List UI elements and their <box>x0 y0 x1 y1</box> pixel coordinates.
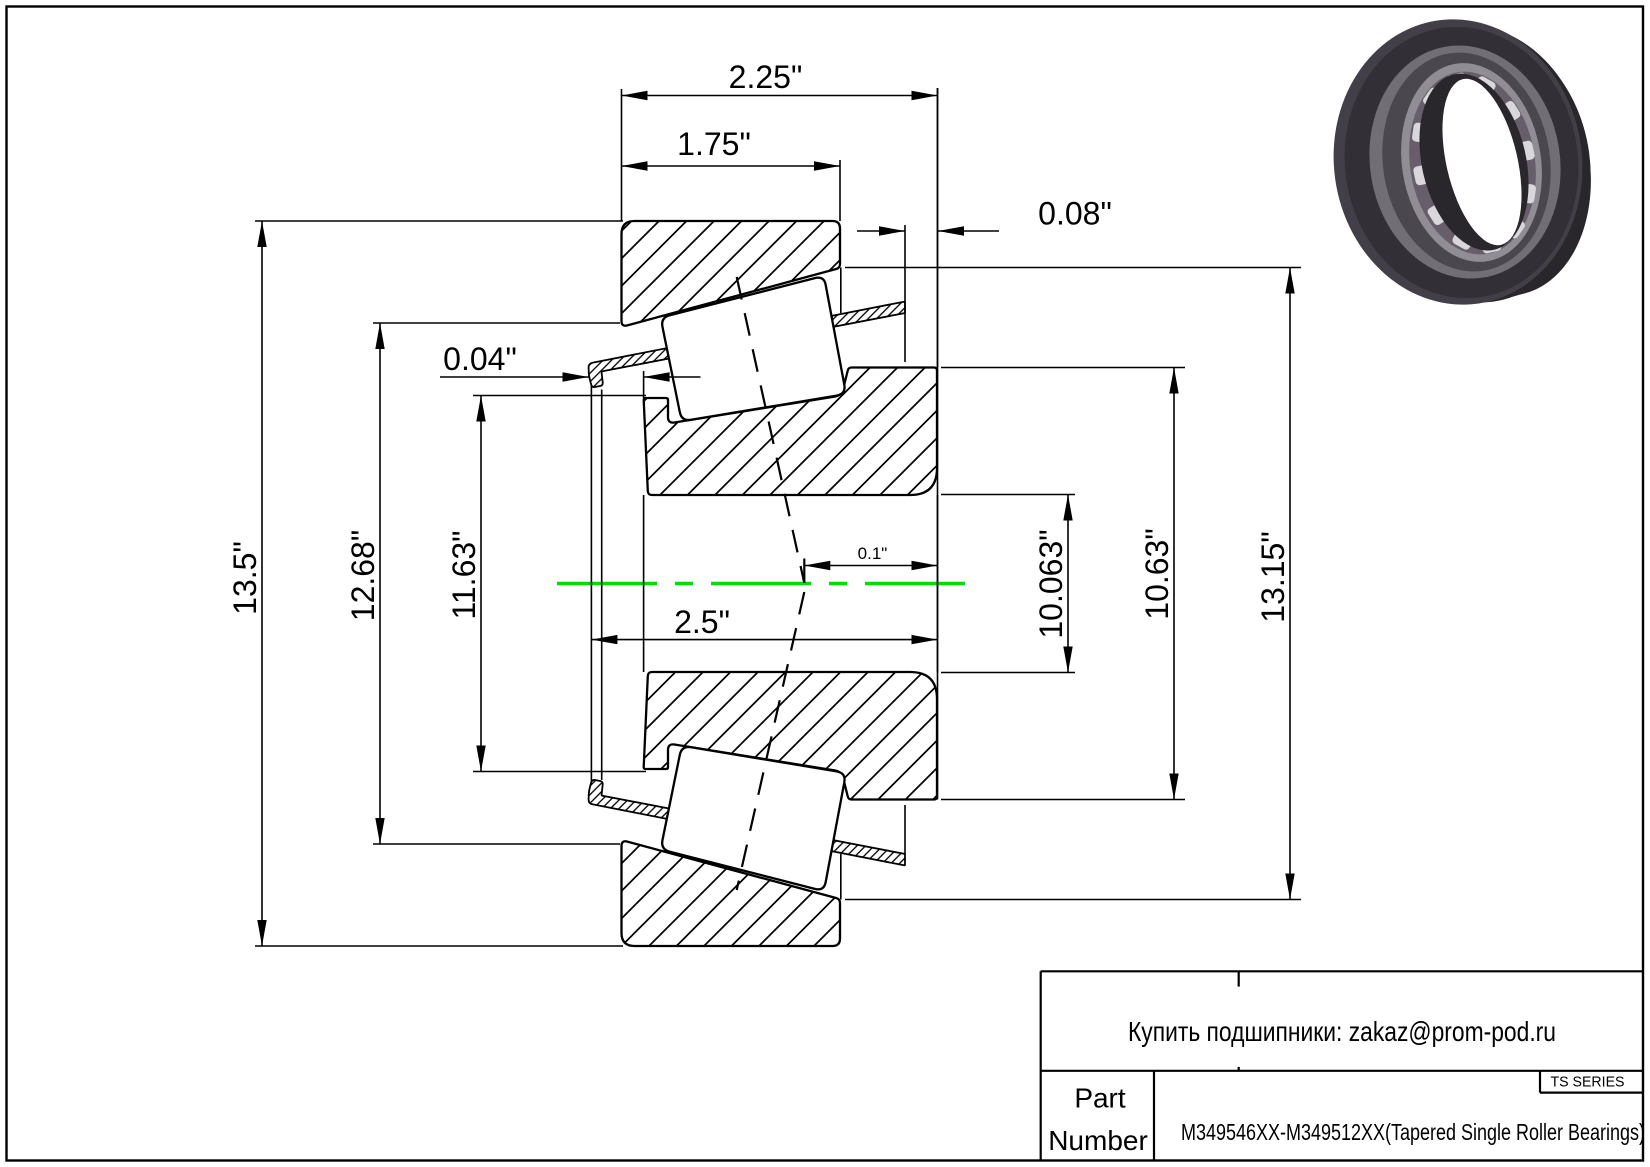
svg-text:TS SERIES: TS SERIES <box>1551 1074 1625 1090</box>
svg-text:0.08": 0.08" <box>1038 196 1112 232</box>
svg-text:10.63": 10.63" <box>1139 528 1175 619</box>
svg-text:2.25": 2.25" <box>729 59 803 95</box>
svg-text:13.5": 13.5" <box>227 541 263 615</box>
svg-text:11.63": 11.63" <box>446 530 482 619</box>
svg-text:Купить подшипники: zakaz@prom-: Купить подшипники: zakaz@prom-pod.ru <box>1128 1016 1556 1047</box>
svg-text:Part: Part <box>1074 1082 1126 1113</box>
svg-text:10.063": 10.063" <box>1033 529 1069 638</box>
svg-text:13.15": 13.15" <box>1255 531 1291 622</box>
svg-text:1.75": 1.75" <box>677 126 751 162</box>
svg-text:0.04": 0.04" <box>443 341 517 377</box>
svg-text:2.5": 2.5" <box>674 604 730 640</box>
svg-text:0.1": 0.1" <box>858 544 888 563</box>
svg-text:M349546XX-M349512XX(Tapered Si: M349546XX-M349512XX(Tapered Single Rolle… <box>1181 1119 1645 1145</box>
svg-text:Number: Number <box>1048 1125 1148 1156</box>
svg-text:12.68": 12.68" <box>345 530 381 621</box>
